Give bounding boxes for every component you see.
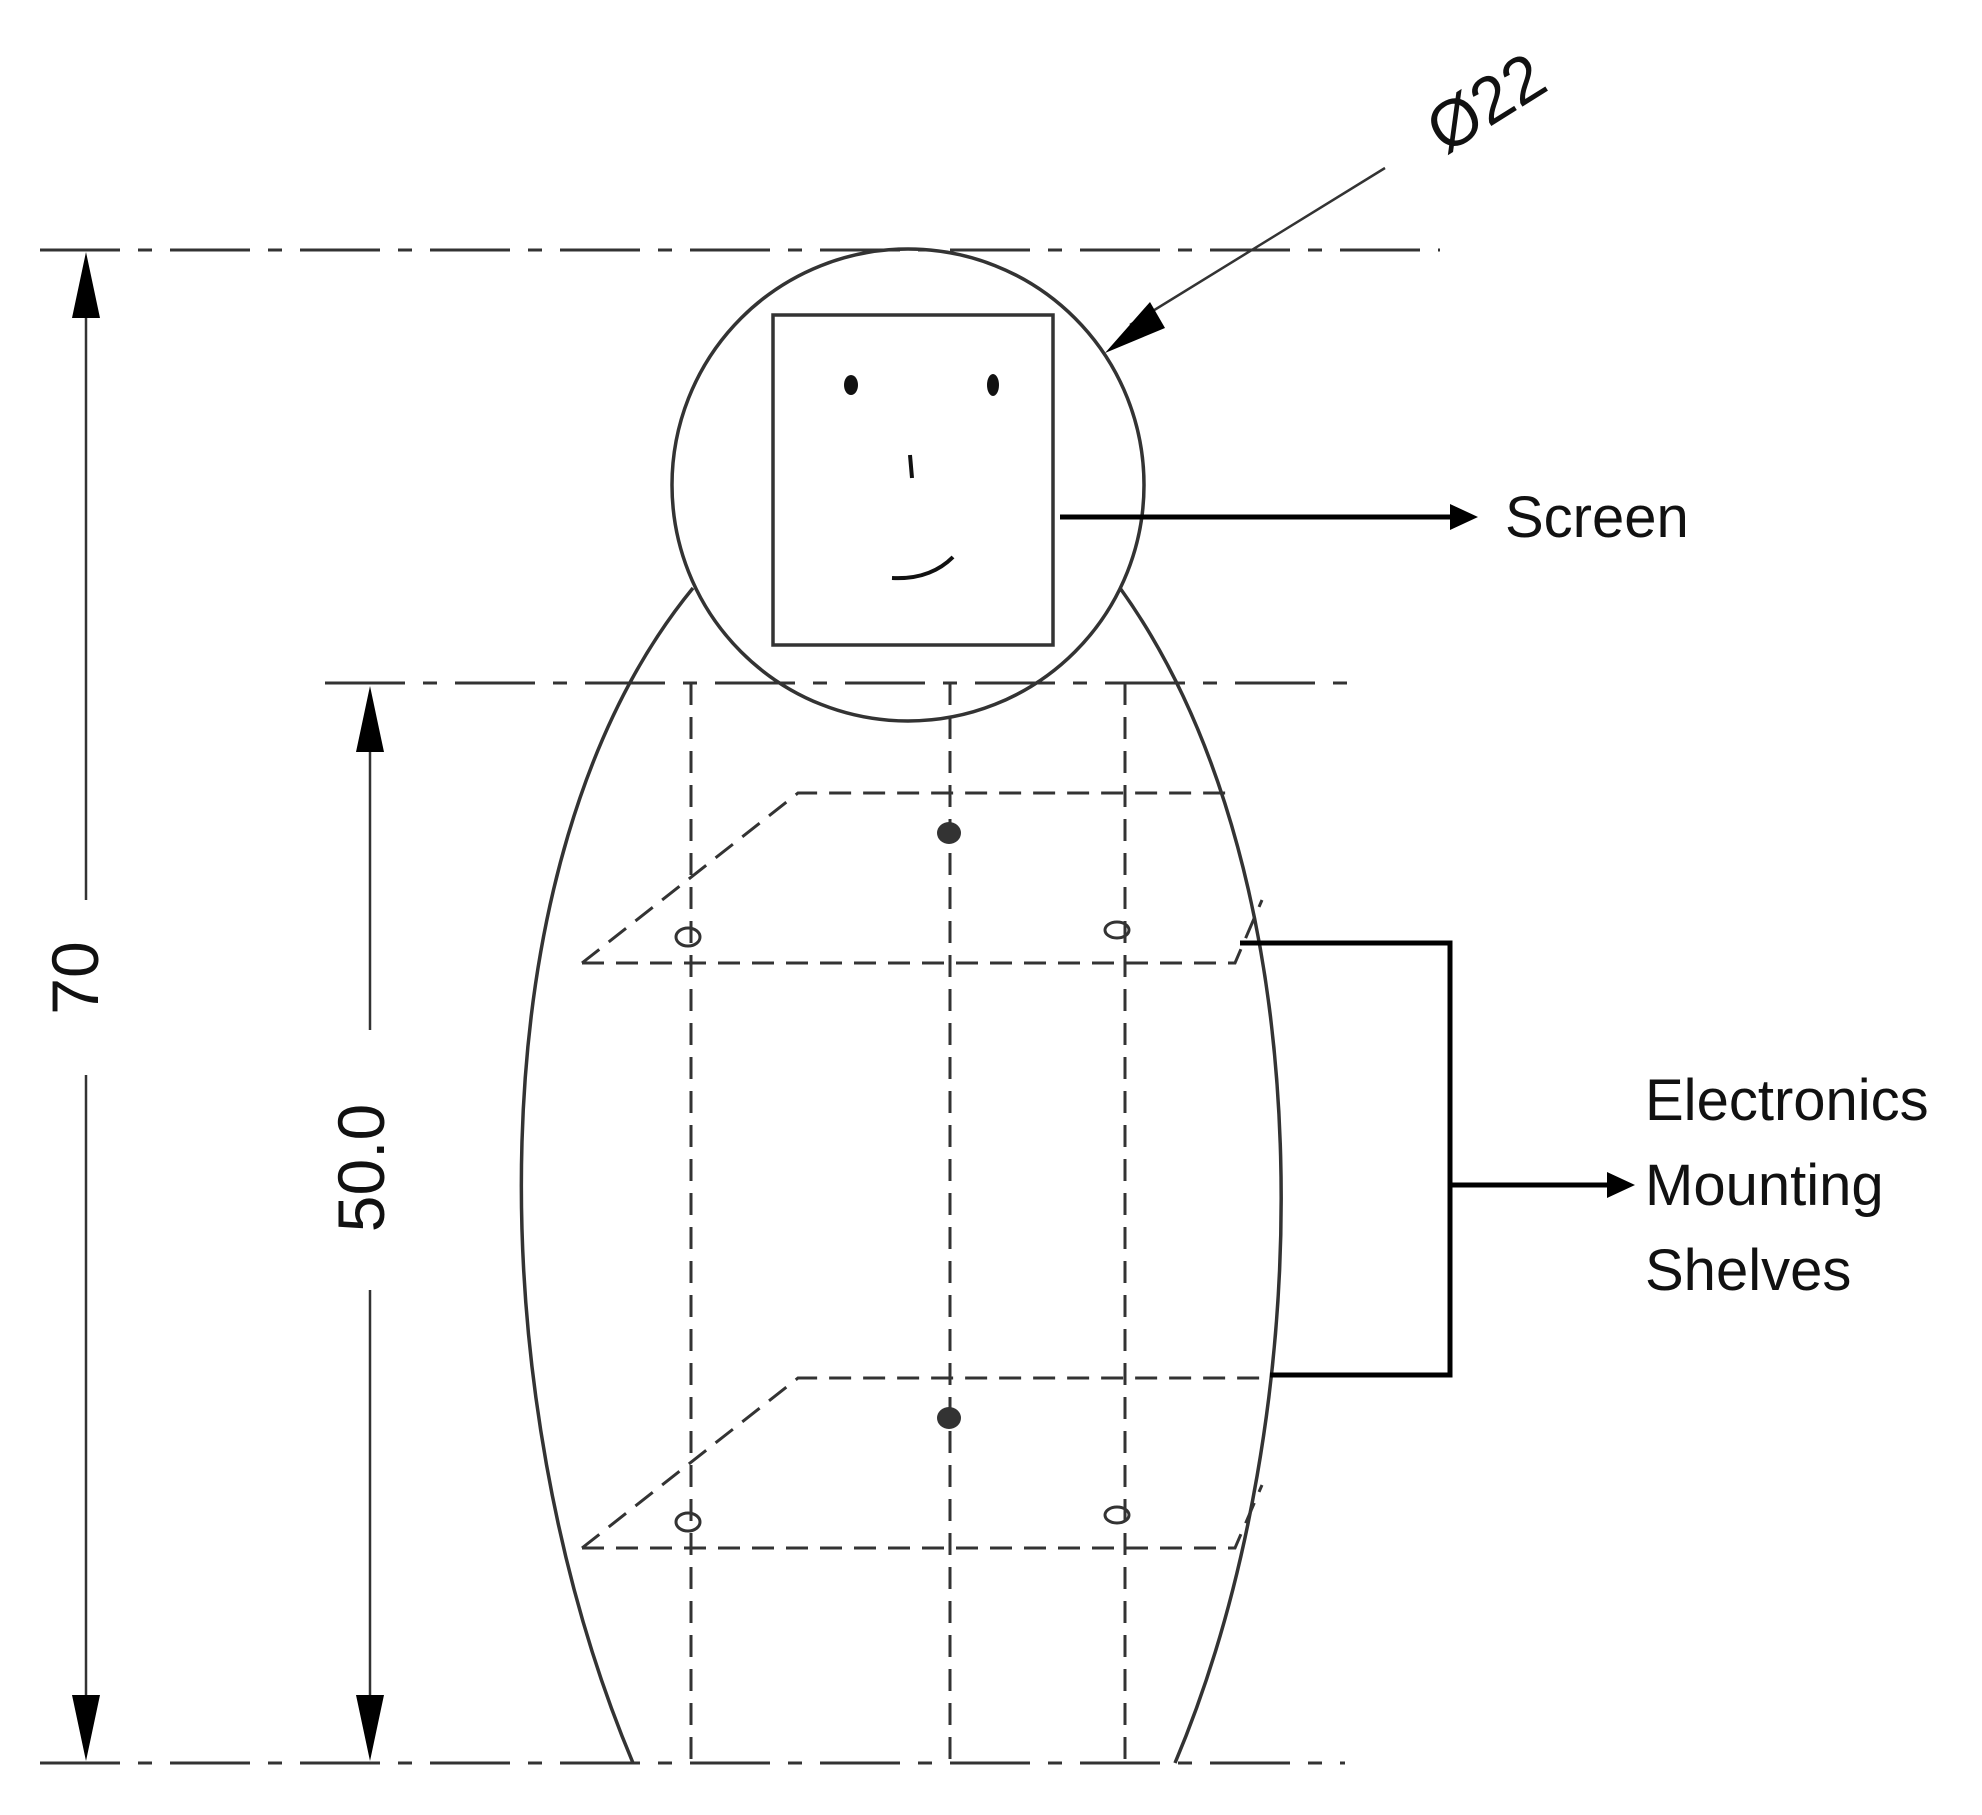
mounting-hole-icon	[1103, 1505, 1131, 1525]
head-diameter-leader	[1105, 166, 1386, 353]
screen-callout-arrow	[1060, 504, 1478, 530]
head-diameter-label: Ø22	[1413, 38, 1558, 167]
mounting-hole-icon	[1103, 920, 1131, 940]
mounting-hole-icon	[937, 822, 961, 844]
upper-shelf	[581, 791, 1264, 965]
robot-body-outline	[519, 586, 695, 1764]
robot-body-outline-right	[1118, 586, 1283, 1764]
screen-label: Screen	[1505, 485, 1689, 550]
shelves-callout-bracket	[1240, 940, 1635, 1378]
shelves-label-line-2: Mounting	[1645, 1153, 1884, 1218]
shelves-label-line-1: Electronics	[1645, 1068, 1929, 1133]
mounting-hole-icon	[937, 1407, 961, 1429]
shelves-label-line-3: Shelves	[1645, 1238, 1851, 1303]
lower-shelf	[581, 1376, 1270, 1550]
mounting-hole-icon	[674, 926, 702, 948]
body-height-label: 50.0	[324, 1104, 398, 1232]
nose-icon	[908, 454, 914, 479]
screen-panel	[771, 313, 1055, 647]
left-eye-icon	[844, 375, 858, 395]
mounting-hole-icon	[674, 1511, 702, 1533]
total-height-dimension	[72, 252, 100, 1761]
total-height-label: 70	[38, 941, 112, 1014]
body-height-dimension	[356, 686, 384, 1761]
mouth-icon	[891, 555, 955, 581]
robot-head	[670, 247, 1146, 723]
right-eye-icon	[987, 374, 999, 396]
